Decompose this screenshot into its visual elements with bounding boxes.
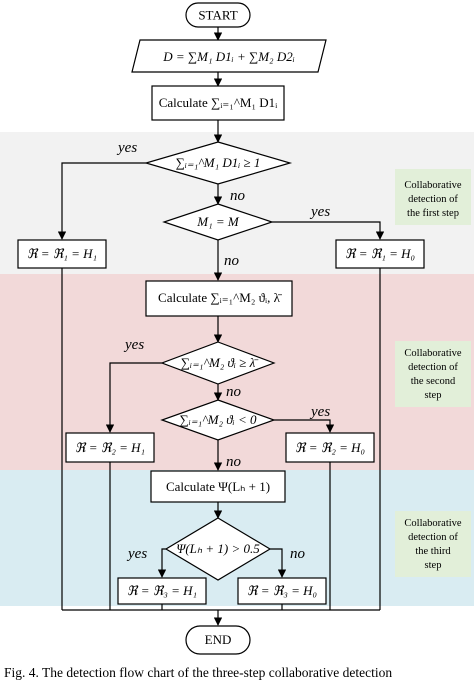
end-terminal: END: [185, 625, 251, 655]
yes-label-step1a: yes: [116, 140, 137, 156]
result-h1-step1: ℜ = ℜ₁ = H₁: [17, 239, 107, 269]
svg-text:detection of: detection of: [408, 194, 458, 205]
yes-label-step3: yes: [126, 546, 147, 562]
sum-input-node: D = ∑M₁ D1ᵢ + ∑M₂ D2ᵢ: [131, 39, 327, 73]
svg-text:detection of: detection of: [408, 532, 458, 543]
svg-text:Collaborative: Collaborative: [404, 180, 461, 191]
svg-text:Collaborative: Collaborative: [404, 348, 461, 359]
svg-text:detection of: detection of: [408, 362, 458, 373]
svg-text:ℜ = ℜ₂ = H₀: ℜ = ℜ₂ = H₀: [295, 440, 365, 455]
check-d1-node: ∑ᵢ₌₁^M₁ D1ᵢ ≥ 1: [143, 141, 293, 185]
svg-text:the third: the third: [415, 546, 451, 557]
svg-text:step: step: [425, 390, 442, 401]
no-label-step2b: no: [226, 454, 242, 470]
calc-theta-node: Calculate ∑ᵢ₌₁^M₂ ϑᵢ, λ̄: [145, 280, 293, 317]
svg-text:∑ᵢ₌₁^M₁ D1ᵢ ≥ 1: ∑ᵢ₌₁^M₁ D1ᵢ ≥ 1: [176, 155, 261, 170]
svg-text:ℜ = ℜ₂ = H₁: ℜ = ℜ₂ = H₁: [75, 440, 145, 455]
no-label-step2a: no: [226, 384, 242, 400]
start-terminal: START: [185, 2, 251, 28]
svg-text:ℜ = ℜ₃ = H₀: ℜ = ℜ₃ = H₀: [247, 583, 317, 598]
svg-text:ℜ = ℜ₁ = H₁: ℜ = ℜ₁ = H₁: [27, 246, 97, 261]
check-theta-lt-node: ∑ᵢ₌₁^M₂ ϑᵢ < 0: [160, 399, 276, 441]
step2-note: Collaborative detection of the second st…: [395, 341, 471, 407]
result-h1-step3: ℜ = ℜ₃ = H₁: [117, 577, 207, 605]
svg-text:step: step: [425, 560, 442, 571]
svg-text:M₁ = M: M₁ = M: [196, 214, 240, 229]
yes-label-step1b: yes: [309, 204, 330, 220]
svg-text:Calculate Ψ(Lₕ + 1): Calculate Ψ(Lₕ + 1): [166, 479, 270, 494]
calc-psi-node: Calculate Ψ(Lₕ + 1): [150, 470, 286, 503]
svg-text:∑ᵢ₌₁^M₂ ϑᵢ ≥ λ̄: ∑ᵢ₌₁^M₂ ϑᵢ ≥ λ̄: [181, 355, 259, 370]
no-label-step1b: no: [224, 253, 240, 269]
result-h0-step1: ℜ = ℜ₁ = H₀: [335, 239, 425, 269]
svg-text:ℜ = ℜ₁ = H₀: ℜ = ℜ₁ = H₀: [345, 246, 415, 261]
svg-text:Ψ(Lₕ + 1) > 0.5: Ψ(Lₕ + 1) > 0.5: [176, 541, 260, 556]
svg-text:END: END: [205, 632, 232, 647]
result-h0-step2: ℜ = ℜ₂ = H₀: [285, 432, 375, 463]
svg-text:∑ᵢ₌₁^M₂ ϑᵢ < 0: ∑ᵢ₌₁^M₂ ϑᵢ < 0: [180, 412, 257, 427]
yes-label-step2a: yes: [123, 337, 144, 353]
svg-text:ℜ = ℜ₃ = H₁: ℜ = ℜ₃ = H₁: [127, 583, 197, 598]
result-h0-step3: ℜ = ℜ₃ = H₀: [237, 577, 327, 605]
step3-note: Collaborative detection of the third ste…: [395, 511, 471, 577]
svg-text:Collaborative: Collaborative: [404, 518, 461, 529]
step1-note: Collaborative detection of the first ste…: [395, 169, 471, 225]
no-label-step1a: no: [230, 188, 246, 204]
yes-label-step2b: yes: [309, 404, 330, 420]
svg-text:Calculate ∑ᵢ₌₁^M₁ D1ᵢ: Calculate ∑ᵢ₌₁^M₁ D1ᵢ: [159, 95, 278, 110]
check-m1-node: M₁ = M: [162, 203, 274, 241]
svg-text:the first step: the first step: [407, 208, 459, 219]
calc-d1-node: Calculate ∑ᵢ₌₁^M₁ D1ᵢ: [151, 85, 285, 121]
no-label-step3: no: [290, 546, 306, 562]
result-h1-step2: ℜ = ℜ₂ = H₁: [65, 432, 155, 463]
svg-text:Calculate ∑ᵢ₌₁^M₂ ϑᵢ, λ̄: Calculate ∑ᵢ₌₁^M₂ ϑᵢ, λ̄: [158, 290, 282, 305]
check-theta-ge-node: ∑ᵢ₌₁^M₂ ϑᵢ ≥ λ̄: [160, 341, 276, 385]
check-psi-node: Ψ(Lₕ + 1) > 0.5: [164, 517, 272, 581]
figure-caption: Fig. 4. The detection flow chart of the …: [4, 665, 392, 680]
svg-text:START: START: [198, 8, 237, 23]
connectors: [57, 27, 385, 626]
svg-text:the second: the second: [411, 376, 456, 387]
svg-text:D = ∑M₁ D1ᵢ + ∑M₂ D2ᵢ: D = ∑M₁ D1ᵢ + ∑M₂ D2ᵢ: [162, 49, 295, 64]
